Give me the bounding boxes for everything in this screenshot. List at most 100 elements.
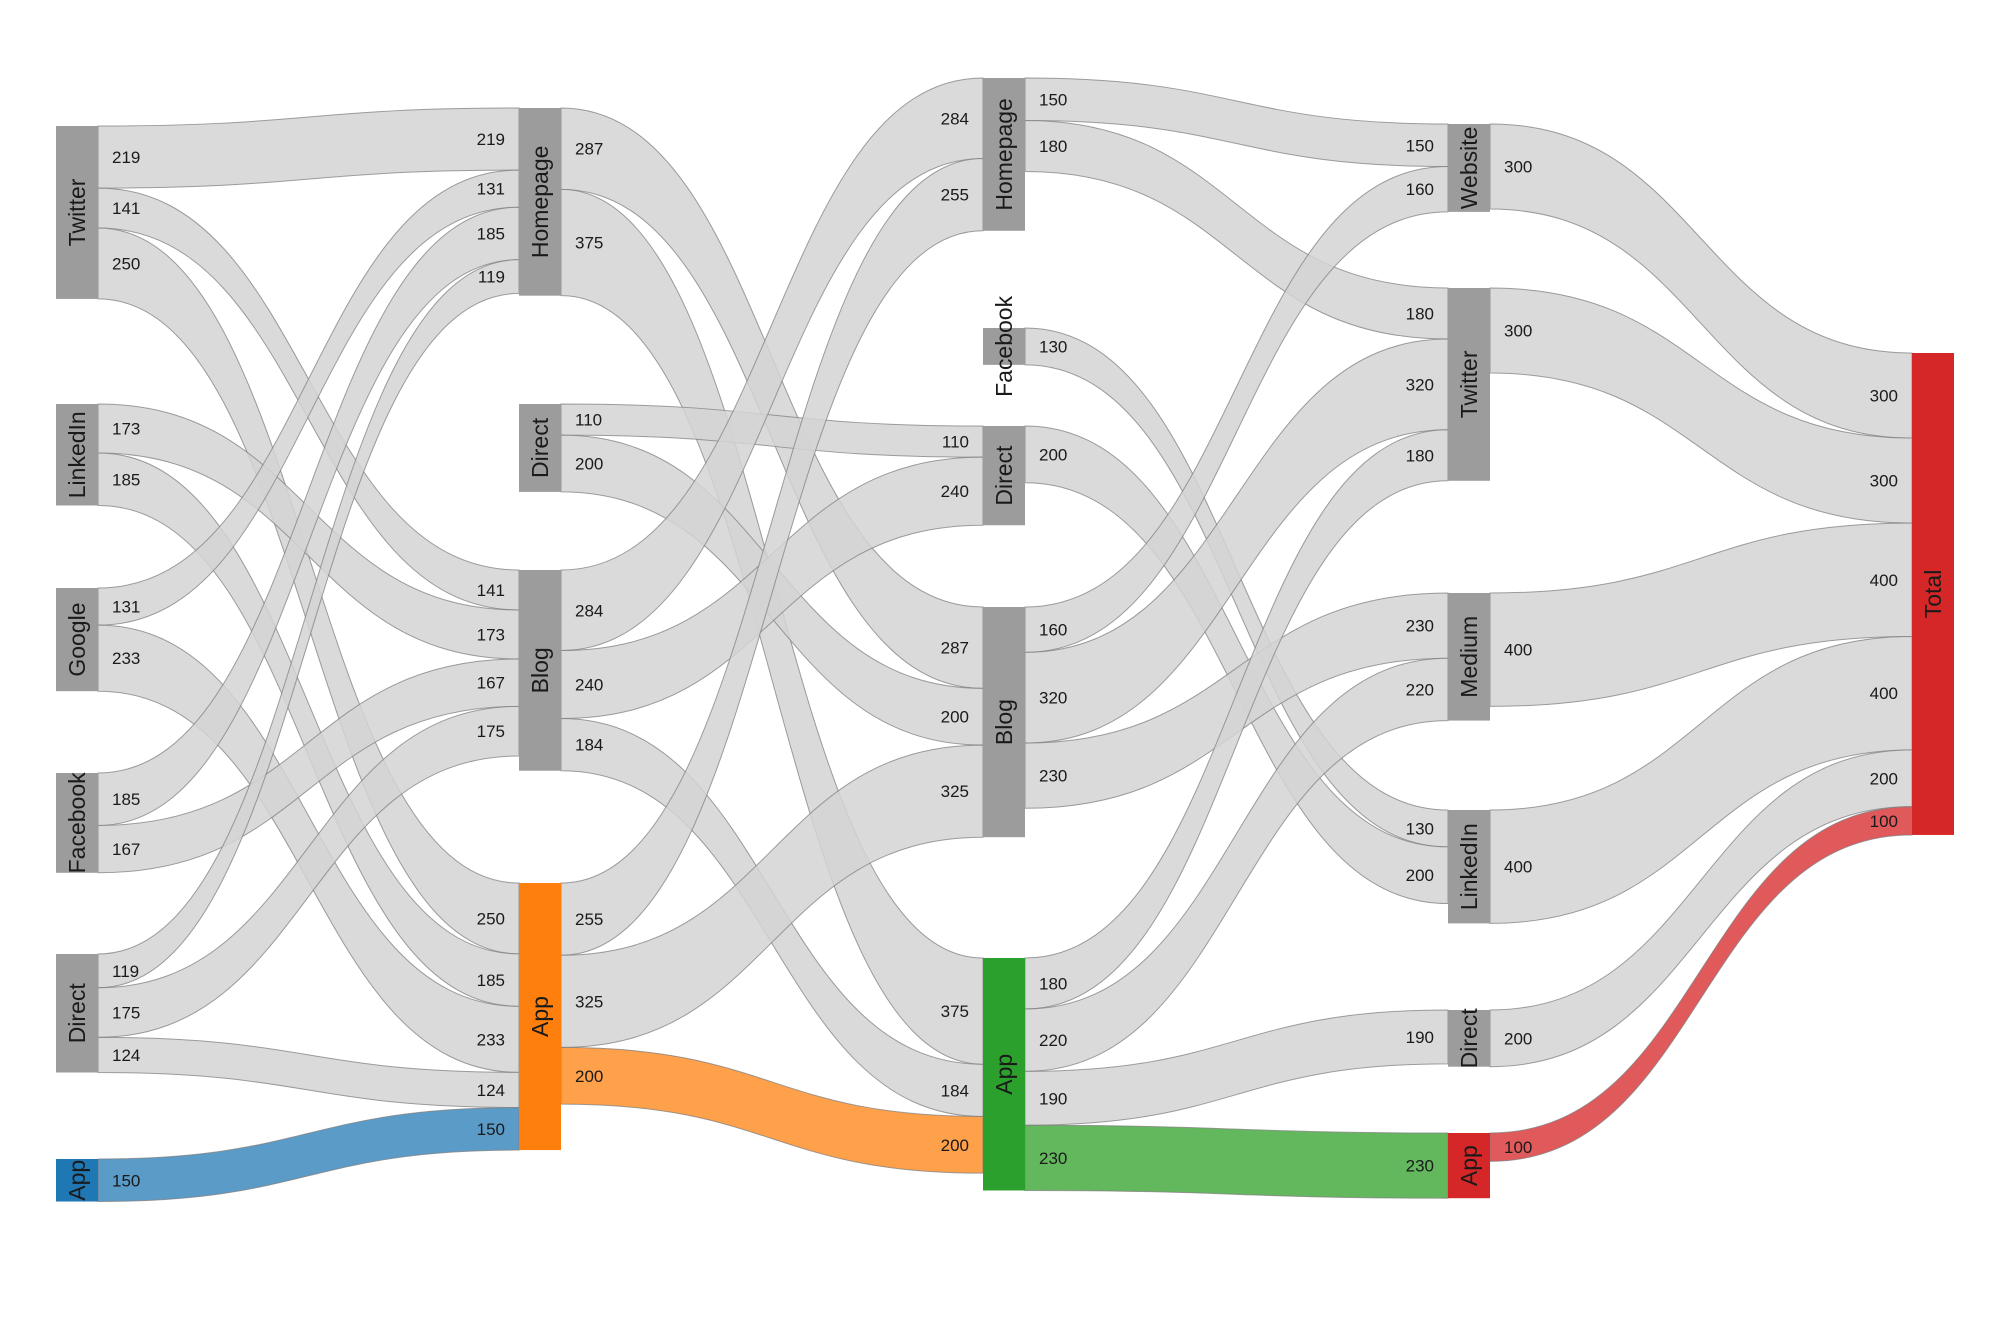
link-value-label-source: 185 bbox=[112, 790, 140, 809]
link-value-label-target: 230 bbox=[1406, 617, 1434, 636]
link-value-label-source: 240 bbox=[575, 676, 603, 695]
link-value-label-source: 180 bbox=[1039, 137, 1067, 156]
link-value-label-target: 167 bbox=[477, 674, 505, 693]
node-label-l-homepage: Homepage bbox=[527, 146, 553, 259]
link-value-label-target: 320 bbox=[1406, 375, 1434, 394]
node-m-app bbox=[983, 958, 1025, 1191]
node-label-m-facebook: Facebook bbox=[991, 295, 1017, 397]
node-d-app bbox=[1448, 1133, 1490, 1199]
link-value-label-source: 287 bbox=[575, 140, 603, 159]
link-value-label-target: 185 bbox=[477, 224, 505, 243]
link-value-label-source: 233 bbox=[112, 649, 140, 668]
node-label-s-facebook: Facebook bbox=[64, 772, 90, 874]
link-value-label-target: 119 bbox=[478, 268, 505, 287]
sankey-link-labels: 2192191411412502501731731851851311312332… bbox=[112, 90, 1898, 1190]
link-value-label-source: 300 bbox=[1504, 322, 1532, 341]
link-value-label-target: 175 bbox=[477, 722, 505, 741]
node-s-twitter bbox=[56, 126, 98, 299]
node-s-google bbox=[56, 588, 98, 692]
link-value-label-source: 119 bbox=[112, 962, 139, 981]
link-l-app-to-m-homepage bbox=[560, 158, 984, 956]
node-label-m-homepage: Homepage bbox=[991, 98, 1017, 211]
link-value-label-target: 131 bbox=[477, 180, 505, 199]
link-value-label-target: 230 bbox=[1406, 1157, 1434, 1176]
node-label-total: Total bbox=[1920, 570, 1946, 619]
link-value-label-source: 375 bbox=[575, 234, 603, 253]
link-value-label-target: 173 bbox=[477, 625, 505, 644]
link-value-label-target: 219 bbox=[477, 130, 505, 149]
link-value-label-source: 200 bbox=[1504, 1029, 1532, 1048]
link-value-label-source: 325 bbox=[575, 992, 603, 1011]
node-d-medium bbox=[1448, 593, 1490, 721]
node-s-facebook bbox=[56, 773, 98, 873]
link-value-label-source: 200 bbox=[1039, 445, 1067, 464]
link-value-label-target: 160 bbox=[1406, 180, 1434, 199]
link-value-label-source: 100 bbox=[1504, 1138, 1532, 1157]
link-value-label-source: 320 bbox=[1039, 689, 1067, 708]
node-label-d-medium: Medium bbox=[1456, 616, 1482, 698]
link-value-label-target: 180 bbox=[1406, 446, 1434, 465]
link-value-label-target: 220 bbox=[1406, 680, 1434, 699]
node-label-l-direct: Direct bbox=[527, 417, 553, 478]
node-label-s-twitter: Twitter bbox=[64, 178, 90, 246]
link-value-label-target: 325 bbox=[941, 782, 969, 801]
link-value-label-source: 150 bbox=[1039, 90, 1067, 109]
link-value-label-source: 255 bbox=[575, 910, 603, 929]
link-value-label-source: 400 bbox=[1504, 858, 1532, 877]
link-value-label-target: 284 bbox=[941, 109, 969, 128]
sankey-links bbox=[97, 77, 1913, 1203]
link-value-label-source: 230 bbox=[1039, 767, 1067, 786]
link-value-label-source: 185 bbox=[112, 470, 140, 489]
link-value-label-target: 130 bbox=[1406, 819, 1434, 838]
link-value-label-target: 100 bbox=[1870, 812, 1898, 831]
node-label-d-direct: Direct bbox=[1456, 1008, 1482, 1069]
link-value-label-source: 160 bbox=[1039, 621, 1067, 640]
link-value-label-target: 287 bbox=[941, 639, 969, 658]
link-value-label-source: 175 bbox=[112, 1004, 140, 1023]
link-value-label-source: 200 bbox=[575, 1067, 603, 1086]
node-label-s-app: App bbox=[64, 1160, 90, 1201]
node-l-homepage bbox=[519, 108, 561, 296]
link-value-label-source: 190 bbox=[1039, 1089, 1067, 1108]
node-d-twitter bbox=[1448, 288, 1490, 481]
link-value-label-target: 255 bbox=[941, 186, 969, 205]
link-value-label-target: 233 bbox=[477, 1030, 505, 1049]
node-label-d-twitter: Twitter bbox=[1456, 350, 1482, 418]
link-value-label-target: 200 bbox=[941, 708, 969, 727]
node-label-m-blog: Blog bbox=[991, 699, 1017, 745]
node-label-l-app: App bbox=[527, 996, 553, 1037]
link-value-label-source: 130 bbox=[1039, 337, 1067, 356]
node-s-linkedin bbox=[56, 404, 98, 506]
node-l-direct bbox=[519, 404, 561, 492]
link-value-label-target: 124 bbox=[477, 1081, 505, 1100]
link-value-label-target: 400 bbox=[1870, 684, 1898, 703]
link-value-label-target: 200 bbox=[941, 1136, 969, 1155]
node-d-website bbox=[1448, 124, 1490, 212]
node-label-d-website: Website bbox=[1456, 127, 1482, 210]
link-value-label-source: 167 bbox=[112, 840, 140, 859]
node-m-homepage bbox=[983, 78, 1025, 231]
node-total bbox=[1912, 353, 1954, 835]
node-l-app bbox=[519, 883, 561, 1151]
link-value-label-target: 110 bbox=[942, 433, 969, 452]
link-value-label-target: 375 bbox=[941, 1002, 969, 1021]
link-value-label-target: 150 bbox=[477, 1120, 505, 1139]
node-m-direct bbox=[983, 426, 1025, 526]
node-label-l-blog: Blog bbox=[527, 647, 553, 693]
link-value-label-source: 300 bbox=[1504, 158, 1532, 177]
link-value-label-target: 180 bbox=[1406, 305, 1434, 324]
link-value-label-source: 200 bbox=[575, 455, 603, 474]
node-s-direct bbox=[56, 954, 98, 1073]
link-value-label-source: 131 bbox=[112, 598, 140, 617]
node-d-direct bbox=[1448, 1010, 1490, 1067]
link-value-label-source: 230 bbox=[1039, 1149, 1067, 1168]
node-s-app bbox=[56, 1159, 98, 1202]
link-value-label-source: 284 bbox=[575, 601, 603, 620]
link-value-label-target: 300 bbox=[1870, 472, 1898, 491]
link-value-label-target: 300 bbox=[1870, 387, 1898, 406]
sankey-node-labels: TwitterLinkedInGoogleFacebookDirectAppHo… bbox=[64, 98, 1946, 1201]
node-label-d-linkedin: LinkedIn bbox=[1456, 823, 1482, 910]
node-m-facebook bbox=[983, 328, 1025, 365]
link-value-label-source: 180 bbox=[1039, 975, 1067, 994]
